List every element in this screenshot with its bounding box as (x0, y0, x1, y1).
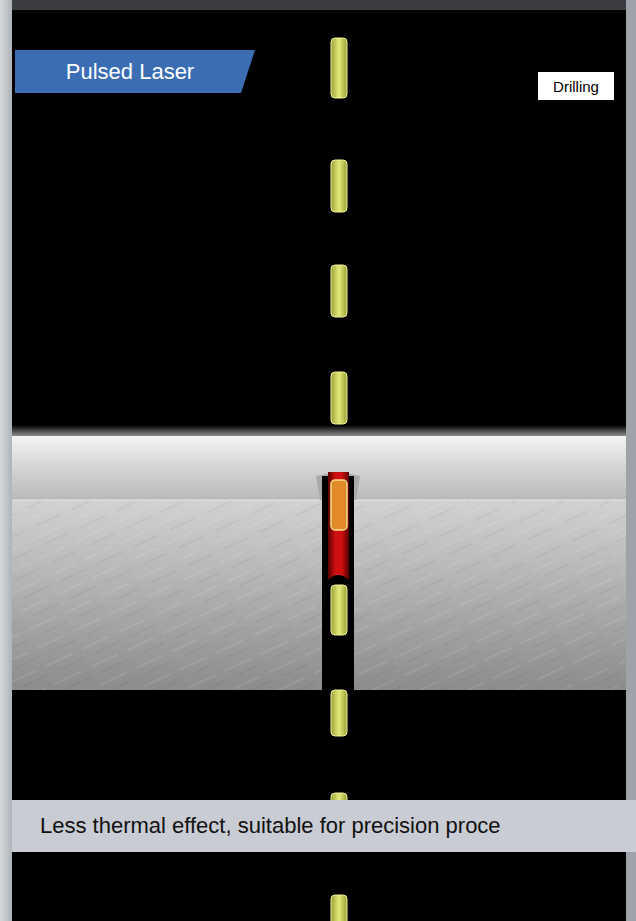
laser-pulses (331, 38, 347, 921)
top-border (0, 0, 636, 10)
laser-pulse (331, 690, 347, 736)
laser-pulse (331, 38, 347, 98)
laser-pulse (331, 895, 347, 921)
laser-pulse (331, 585, 347, 635)
workpiece-front (12, 500, 626, 690)
edge-line (12, 500, 626, 501)
surface-texture (12, 500, 626, 690)
node-text: Less thermal effect, suitable for precis… (40, 813, 501, 839)
tab-fill (15, 50, 255, 93)
workpiece-top (12, 436, 626, 500)
drilled-hole (322, 476, 354, 690)
surface-glow (12, 425, 626, 437)
melt-front (328, 575, 349, 580)
laser-pulse (331, 265, 347, 317)
laser-pulse (331, 160, 347, 212)
node-text: Drilling (553, 78, 599, 95)
method-tab: Pulsed Laser (15, 50, 255, 93)
left-border (0, 0, 12, 921)
process-tag: Drilling (538, 72, 614, 100)
caption-band: Less thermal effect, suitable for precis… (12, 800, 636, 852)
node-text: Pulsed Laser (66, 59, 194, 85)
right-border (626, 0, 636, 921)
molten-material (328, 472, 349, 580)
laser-pulse (331, 480, 347, 530)
laser-pulse (331, 372, 347, 424)
